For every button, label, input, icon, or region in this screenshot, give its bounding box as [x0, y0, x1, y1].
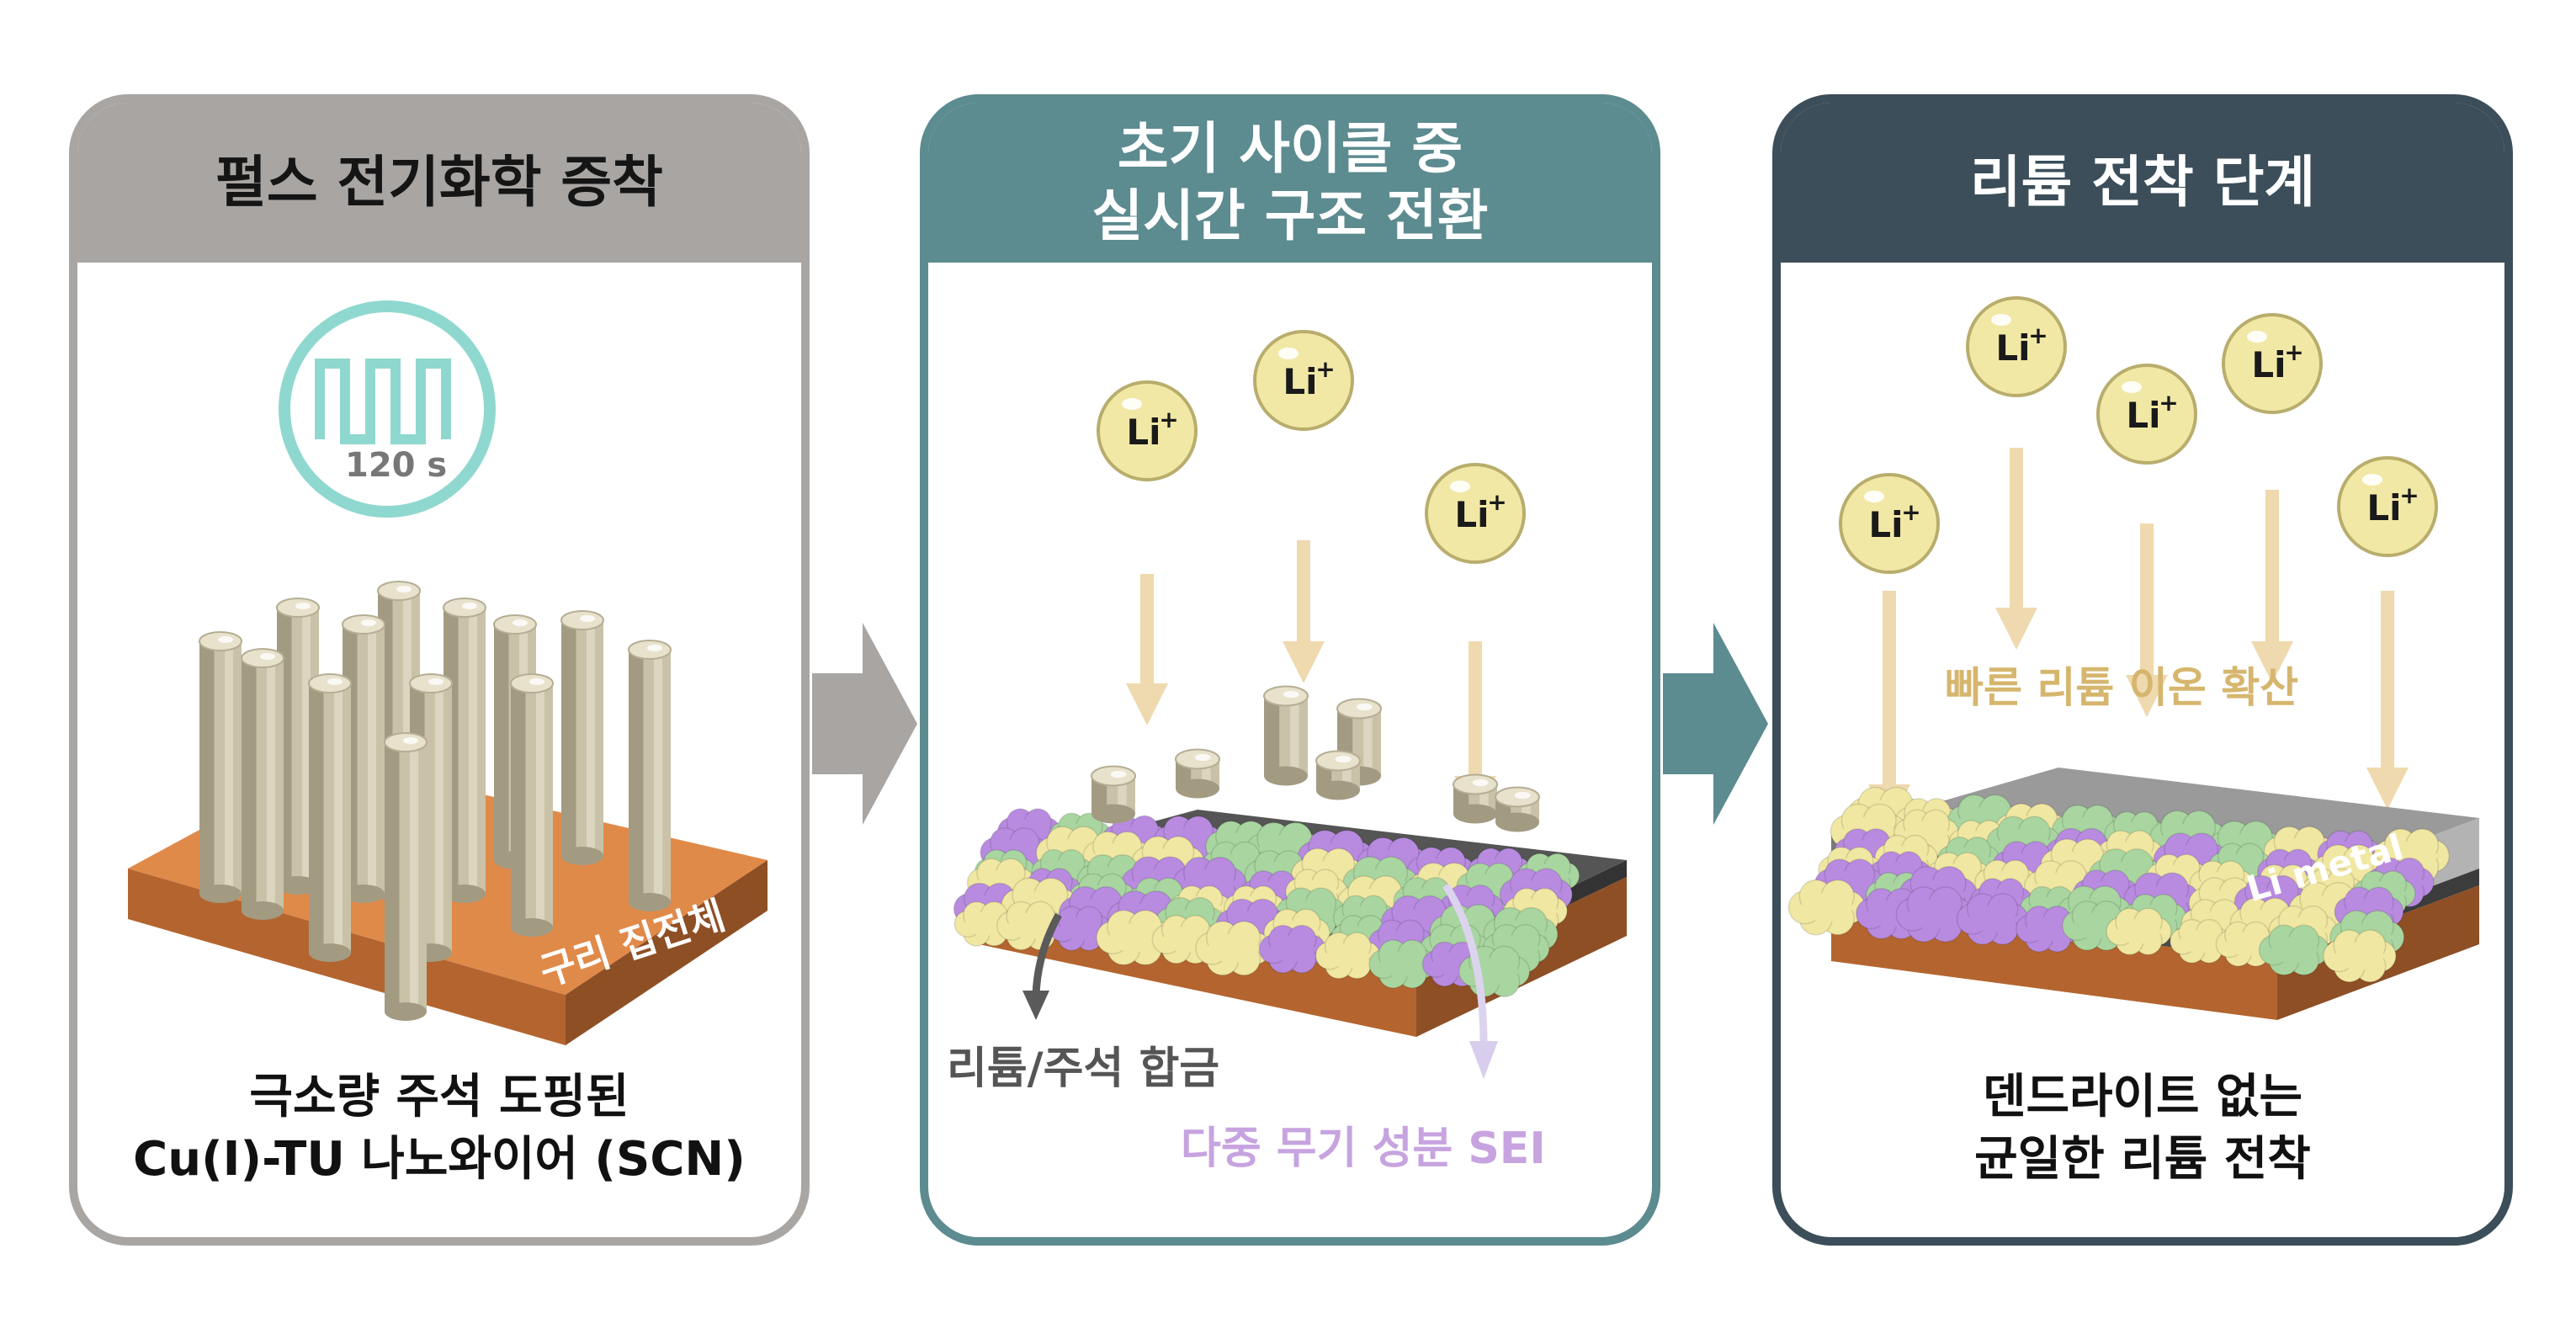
nanowire	[384, 732, 428, 1021]
flow-arrow-1	[812, 623, 917, 825]
nanowire	[1315, 750, 1361, 800]
li-ion: Li+	[1839, 473, 1940, 574]
li-ion: Li+	[2337, 456, 2438, 557]
flow-arrow-2	[1663, 623, 1768, 825]
panel-header: 펄스 전기화학 증착	[77, 103, 801, 263]
sei-flake	[1895, 886, 1973, 943]
nanowire	[1495, 786, 1540, 832]
transition-illustration: Li+Li+Li+	[953, 330, 1627, 1079]
li-ions: Li+Li+Li+Li+Li+	[1839, 296, 2438, 574]
li-ion: Li+	[2096, 364, 2197, 465]
li-ion-label: Li	[1283, 361, 1317, 402]
pulse-deposition-illustration	[128, 300, 767, 1045]
li-ion: Li+	[1425, 463, 1526, 564]
panel-structure-transition: 초기 사이클 중 실시간 구조 전환 Li+Li+Li+ 리튬/주석 합금 다중…	[920, 94, 1660, 1246]
pulse-duration-label: 120 s	[345, 446, 448, 485]
nanowire-array	[199, 581, 672, 1021]
diffusion-label: 빠른 리튬 이온 확산	[1945, 663, 2299, 712]
nanowire	[308, 673, 352, 962]
li-ion-label: Li	[1454, 494, 1489, 535]
li-ion: Li+	[1253, 330, 1354, 431]
nanowire	[560, 610, 604, 865]
nanowire	[241, 648, 284, 920]
li-ion-charge: +	[2159, 389, 2178, 417]
li-ion-label: Li	[1995, 327, 2030, 369]
li-ion-label: Li	[2126, 395, 2160, 436]
li-ion-charge: +	[2028, 321, 2048, 349]
sei-layer	[1787, 786, 2451, 983]
nanowire	[1453, 773, 1498, 824]
nanowire	[199, 631, 242, 903]
li-ion: Li+	[1097, 380, 1198, 481]
caption-line-2: Cu(I)-TU 나노와이어 (SCN)	[133, 1132, 746, 1187]
li-ion-charge: +	[1315, 355, 1335, 383]
panel-header: 초기 사이클 중 실시간 구조 전환	[928, 103, 1652, 263]
li-ions: Li+Li+Li+	[1097, 330, 1526, 564]
li-ion-charge: +	[2399, 481, 2419, 509]
sei-flake	[2323, 929, 2397, 983]
sei-layer	[953, 808, 1580, 998]
li-ion-charge: +	[2284, 338, 2303, 366]
sei-flake	[1956, 893, 2029, 946]
li-ion: Li+	[1966, 296, 2067, 397]
nanowire	[510, 673, 554, 937]
caption-line-2: 균일한 리튬 전착	[1974, 1132, 2311, 1187]
panel-header: 리튬 전착 단계	[1781, 103, 2504, 263]
caption-line-1: 극소량 주석 도핑된	[249, 1070, 629, 1124]
li-ion-arrows	[1126, 540, 1496, 818]
nanowire	[1091, 765, 1136, 824]
caption-line-1: 덴드라이트 없는	[1982, 1070, 2303, 1124]
sei-flake	[1368, 939, 1437, 989]
sei-flake	[2258, 924, 2329, 976]
panel-caption: 덴드라이트 없는 균일한 리튬 전착	[1781, 1066, 2504, 1191]
nanowire	[1263, 685, 1309, 786]
li-ion-charge: +	[1487, 488, 1506, 516]
li-ion-label: Li	[1868, 504, 1903, 545]
header-line-1: 펄스 전기화학 증착	[215, 150, 663, 215]
panel-lithium-deposition: 리튬 전착 단계 Li+Li+Li+Li+Li+ 빠른 리튬 이온 확산 Li …	[1772, 94, 2513, 1246]
li-ion-label: Li	[2251, 344, 2286, 385]
deposition-illustration: Li+Li+Li+Li+Li+	[1787, 296, 2479, 1020]
li-ion: Li+	[2222, 313, 2323, 414]
header-line-2: 실시간 구조 전환	[1091, 183, 1489, 248]
li-ion-charge: +	[1159, 406, 1178, 433]
li-ion-charge: +	[1901, 498, 1920, 526]
li-ion-label: Li	[2366, 487, 2401, 529]
sei-flake	[1893, 809, 1960, 857]
annotation-arrows	[1022, 883, 1498, 1079]
nanowire	[628, 640, 672, 911]
sei-label: 다중 무기 성분 SEI	[1181, 1124, 1546, 1174]
li-ion-arrows	[1868, 448, 2409, 826]
li-ion-label: Li	[1126, 412, 1161, 453]
sei-flake	[2106, 907, 2172, 956]
pulse-waveform-icon	[279, 300, 496, 518]
alloy-label: 리튬/주석 합금	[947, 1044, 1220, 1094]
header-line-1: 초기 사이클 중	[1117, 116, 1463, 181]
nanowire	[1175, 748, 1220, 799]
panel-caption: 극소량 주석 도핑된 Cu(I)-TU 나노와이어 (SCN)	[77, 1066, 801, 1191]
header-line-1: 리튬 전착 단계	[1969, 150, 2316, 215]
residual-nanowires	[1091, 685, 1540, 832]
panel-pulse-deposition: 펄스 전기화학 증착 120 s 구리 집전체 극소량 주석 도핑된 Cu(I)…	[69, 94, 810, 1246]
sei-flake	[1151, 914, 1220, 964]
